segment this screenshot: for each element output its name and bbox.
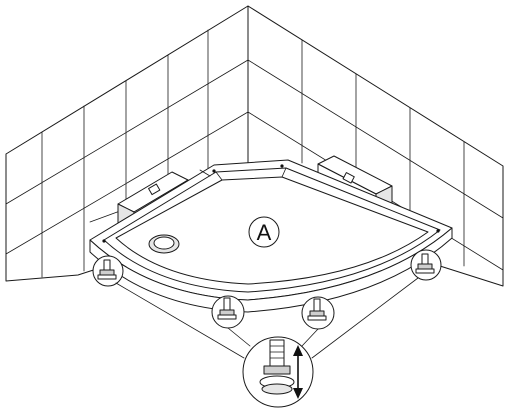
foot-detail-magnified: [242, 336, 314, 408]
bracket-slot: [148, 183, 161, 196]
part-label-a: A: [248, 216, 280, 248]
bracket-slot: [342, 172, 355, 184]
drain: [148, 234, 180, 254]
foot-right: [410, 249, 442, 281]
tray-front-skirt: [89, 227, 453, 313]
height-adjust-arrow-icon: [293, 345, 303, 399]
foot-center-left: [211, 295, 245, 329]
foot-left: [92, 255, 124, 287]
callout-lines: [115, 277, 419, 359]
part-label-text: A: [257, 220, 272, 245]
tray-basin: [115, 176, 429, 285]
foot-center-right: [301, 296, 335, 330]
shower-tray: [89, 159, 453, 313]
